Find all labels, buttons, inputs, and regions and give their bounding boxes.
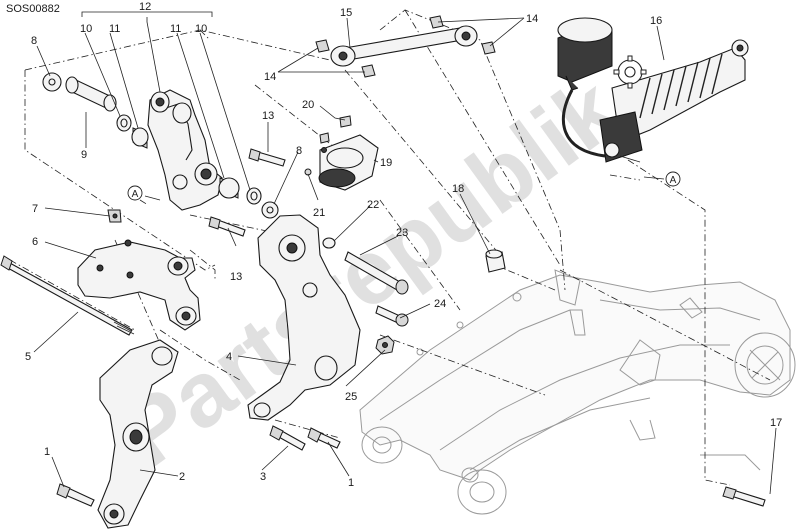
callout-5: 5	[25, 351, 31, 363]
callout-leaders	[33, 11, 777, 495]
callout-6: 6	[32, 236, 38, 248]
svg-text:A: A	[670, 175, 677, 186]
part-16-shock-absorber	[557, 17, 749, 163]
callout-4: 4	[226, 351, 232, 363]
part-13-bolt-lower	[208, 216, 246, 237]
part-9-spacer-bushing	[65, 76, 117, 112]
part-20-small-fastener	[319, 115, 352, 153]
part-24-bolt	[375, 305, 409, 327]
part-11-bearing-left	[131, 127, 149, 149]
callout-9: 9	[81, 149, 87, 161]
part-17-bolt	[722, 486, 766, 507]
callout-1-left: 1	[44, 446, 50, 458]
callout-13-lower: 13	[230, 271, 242, 283]
callout-13-upper: 13	[262, 110, 274, 122]
part-11-bearing-right	[218, 177, 240, 199]
callout-11-right: 11	[170, 23, 181, 35]
diagram-reference-code: SOS00882	[6, 3, 60, 15]
callout-18: 18	[452, 183, 464, 195]
svg-text:A: A	[132, 189, 139, 200]
callout-1-center: 1	[348, 477, 354, 489]
part-19-bushing-block	[318, 134, 379, 191]
callout-15: 15	[340, 7, 352, 19]
callout-2: 2	[179, 471, 185, 483]
callout-8-left: 8	[31, 35, 37, 47]
part-12-rocker-arm	[147, 89, 223, 211]
callout-19: 19	[380, 157, 392, 169]
part-1-bolt-center	[307, 427, 341, 449]
callout-14-right: 14	[526, 13, 538, 25]
part-7-small-bolt	[107, 209, 122, 223]
part-8-washer-left	[42, 72, 62, 92]
callout-3: 3	[260, 471, 266, 483]
callout-7: 7	[32, 203, 38, 215]
part-6-bracket	[77, 239, 201, 331]
part-4-frame-bracket	[247, 214, 361, 421]
callout-22: 22	[367, 199, 379, 211]
callout-labels: 12 8 10 11 11 10 9 13 13 8 7 6 5 4 1 2 3…	[25, 1, 782, 489]
callout-21: 21	[313, 207, 325, 219]
part-8-washer-right	[261, 201, 279, 219]
part-5-long-bolt	[0, 255, 135, 336]
callout-24: 24	[434, 298, 446, 310]
callout-8-right: 8	[296, 145, 302, 157]
callout-17: 17	[770, 417, 782, 429]
callout-12: 12	[139, 1, 151, 13]
reference-marker-left: A	[127, 185, 161, 201]
callout-25: 25	[345, 391, 357, 403]
part-14-spacers	[315, 15, 496, 78]
part-2-lower-link	[97, 339, 179, 529]
part-3-bolt	[269, 425, 306, 451]
gear-icon	[613, 55, 647, 89]
callout-20: 20	[302, 99, 314, 111]
part-25-nut	[375, 335, 395, 355]
part-18-spacer	[485, 249, 506, 273]
part-15-tie-rod	[330, 25, 478, 67]
part-1-bolt-left	[56, 483, 95, 507]
reference-marker-right: A	[643, 171, 681, 187]
swingarm	[359, 269, 796, 515]
part-13-bolt-upper	[248, 148, 286, 167]
assembly-lines	[9, 9, 771, 486]
part-10-ring-right	[246, 187, 262, 205]
part-10-ring-left	[116, 114, 132, 132]
callout-10-right: 10	[195, 23, 207, 35]
part-23-bolt	[344, 251, 409, 295]
callout-16: 16	[650, 15, 662, 27]
callout-10-left: 10	[80, 23, 92, 35]
callout-11-left: 11	[109, 23, 120, 35]
callout-14-left: 14	[264, 71, 276, 83]
callout-23: 23	[396, 227, 408, 239]
part-22-washer	[322, 237, 336, 249]
